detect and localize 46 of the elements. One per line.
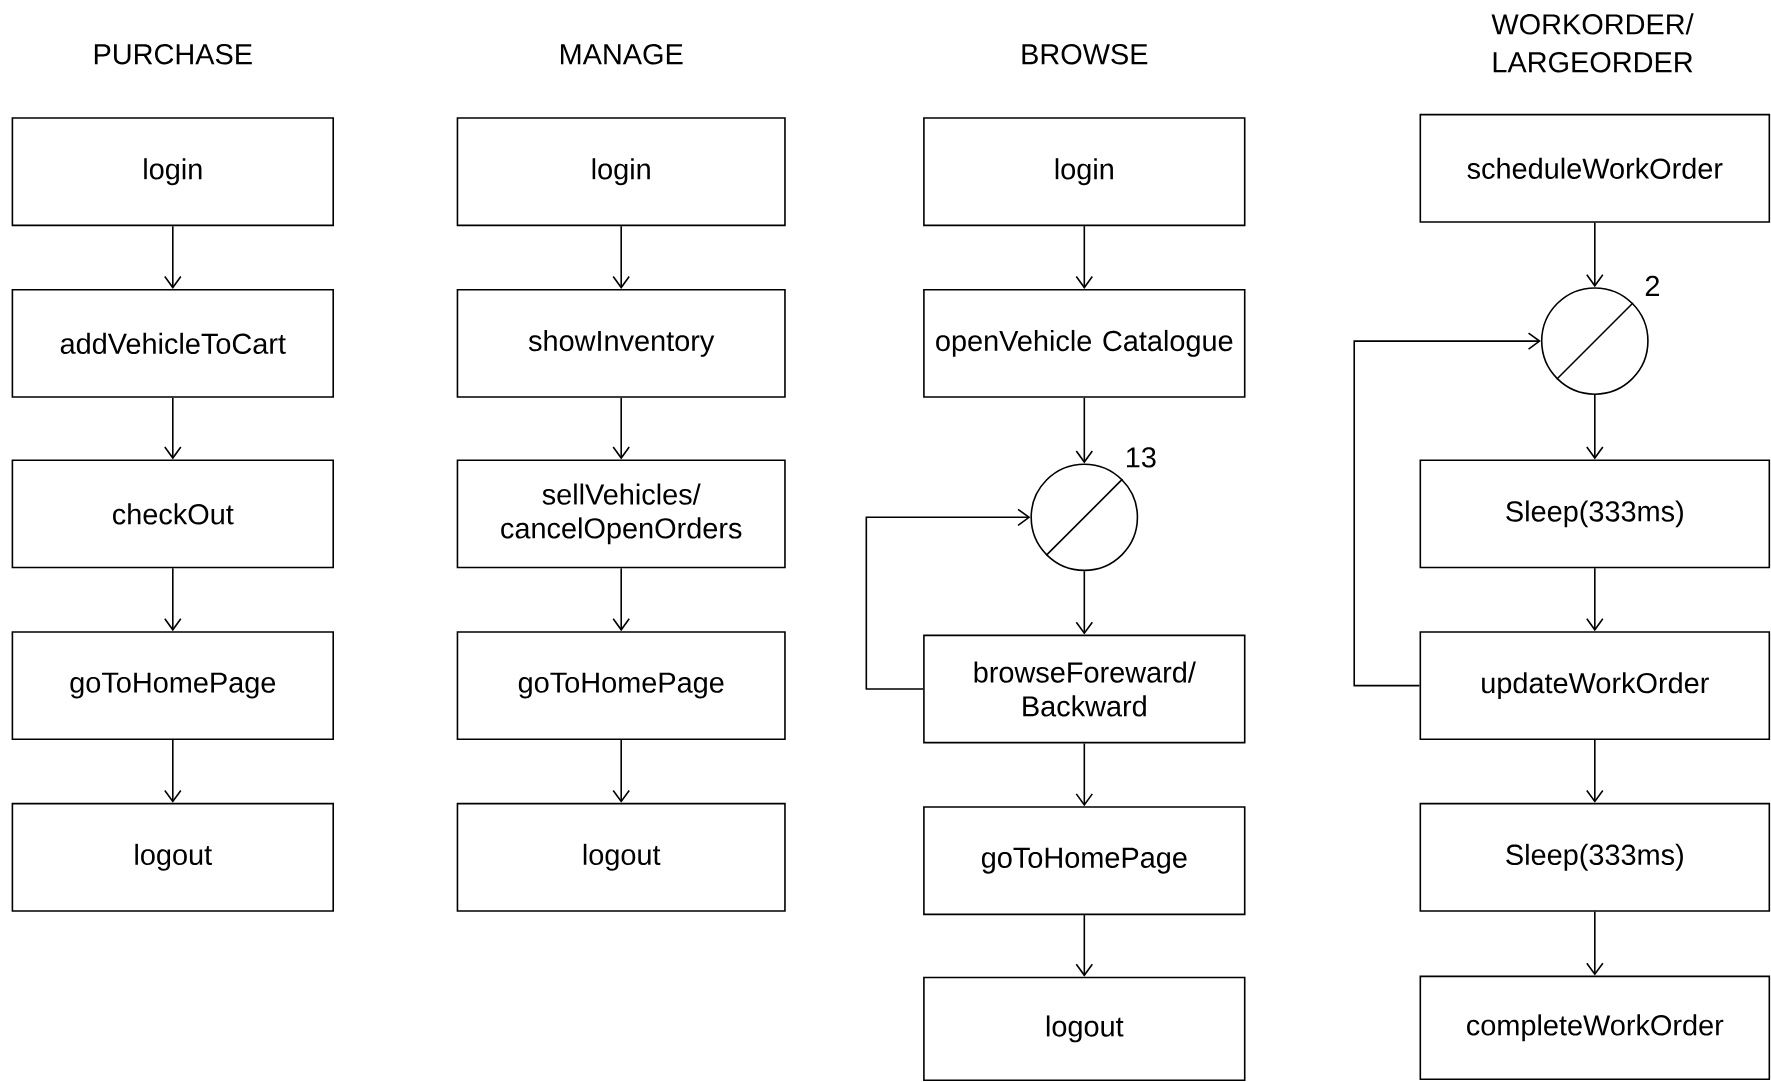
- arrow: [1075, 742, 1094, 807]
- arrow: [1075, 397, 1094, 464]
- process-box: logout: [923, 976, 1246, 1082]
- column-heading: BROWSE: [1022, 43, 1148, 65]
- process-box: addVehicleToCart: [11, 288, 334, 398]
- arrow: [164, 397, 182, 460]
- arrow: [1586, 221, 1604, 288]
- arrow: [1586, 567, 1604, 632]
- arrow: [164, 739, 182, 803]
- column-heading: PURCHASE: [94, 43, 252, 65]
- process-box: browseForeward/ Backward: [923, 634, 1246, 744]
- arrow: [612, 739, 630, 803]
- arrow: [1586, 394, 1604, 460]
- process-box: showInventory: [456, 288, 786, 398]
- arrow: [1075, 570, 1094, 635]
- arrow: [612, 225, 630, 289]
- arrow: [1586, 739, 1604, 803]
- process-box: checkOut: [11, 459, 334, 569]
- process-box: login: [456, 117, 786, 227]
- process-box: logout: [11, 802, 334, 912]
- process-box: login: [11, 117, 334, 227]
- process-box: Sleep(333ms): [1419, 459, 1771, 569]
- loop-count: 13: [1126, 447, 1156, 468]
- arrow: [164, 567, 182, 632]
- process-box: goToHomePage: [923, 806, 1246, 916]
- process-box: updateWorkOrder: [1419, 631, 1771, 741]
- process-box: sellVehicles/ cancelOpenOrders: [456, 459, 786, 569]
- process-box: goToHomePage: [11, 631, 334, 741]
- arrow: [612, 567, 630, 632]
- process-box: completeWorkOrder: [1419, 975, 1771, 1080]
- arrow: [865, 508, 1031, 690]
- loop-count: 2: [1645, 275, 1659, 296]
- process-box: goToHomePage: [456, 631, 786, 741]
- column-heading: WORKORDER/ LARGEORDER: [1491, 13, 1694, 73]
- arrow: [1075, 914, 1094, 977]
- process-box: openVehicle Catalogue: [923, 288, 1246, 398]
- arrow: [1586, 910, 1604, 976]
- column-heading: MANAGE: [560, 43, 683, 65]
- process-box: scheduleWorkOrder: [1419, 113, 1771, 223]
- arrow: [1075, 225, 1094, 289]
- arrow: [612, 397, 630, 460]
- process-box: login: [923, 117, 1246, 227]
- process-box: logout: [456, 802, 786, 912]
- arrow: [164, 225, 182, 289]
- process-box: Sleep(333ms): [1419, 802, 1771, 912]
- arrow: [1353, 332, 1541, 687]
